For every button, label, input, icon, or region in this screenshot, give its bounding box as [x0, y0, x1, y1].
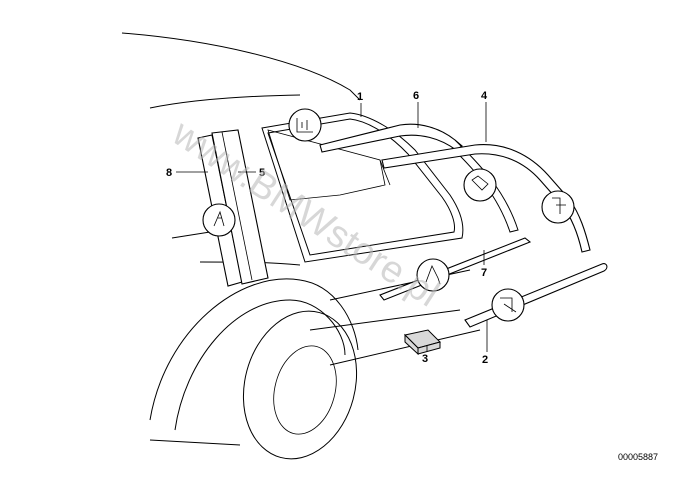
callout-4: 4	[481, 90, 488, 102]
window-seal-part-1	[261, 112, 464, 263]
callout-1: 1	[357, 91, 363, 103]
car-body-outline	[121, 32, 481, 460]
callout-7: 7	[481, 267, 487, 279]
section-detail-circle-2	[491, 288, 525, 322]
section-detail-circle-8	[202, 203, 236, 237]
callout-6: 6	[413, 90, 419, 102]
document-number: 00005887	[618, 452, 658, 462]
callout-5: 5	[259, 167, 265, 179]
door-frame-seal-part-4	[381, 144, 591, 253]
section-detail-circle-1	[288, 108, 322, 142]
callout-2: 2	[482, 354, 488, 366]
section-detail-circle-6	[541, 190, 575, 224]
section-detail-circle-4	[463, 168, 497, 202]
clip-part-3	[403, 329, 441, 356]
callout-8: 8	[166, 167, 172, 179]
callout-3: 3	[422, 353, 428, 365]
sill-strip-part-7	[379, 237, 532, 301]
section-detail-circle-7	[416, 258, 450, 292]
leader-lines	[176, 102, 488, 352]
